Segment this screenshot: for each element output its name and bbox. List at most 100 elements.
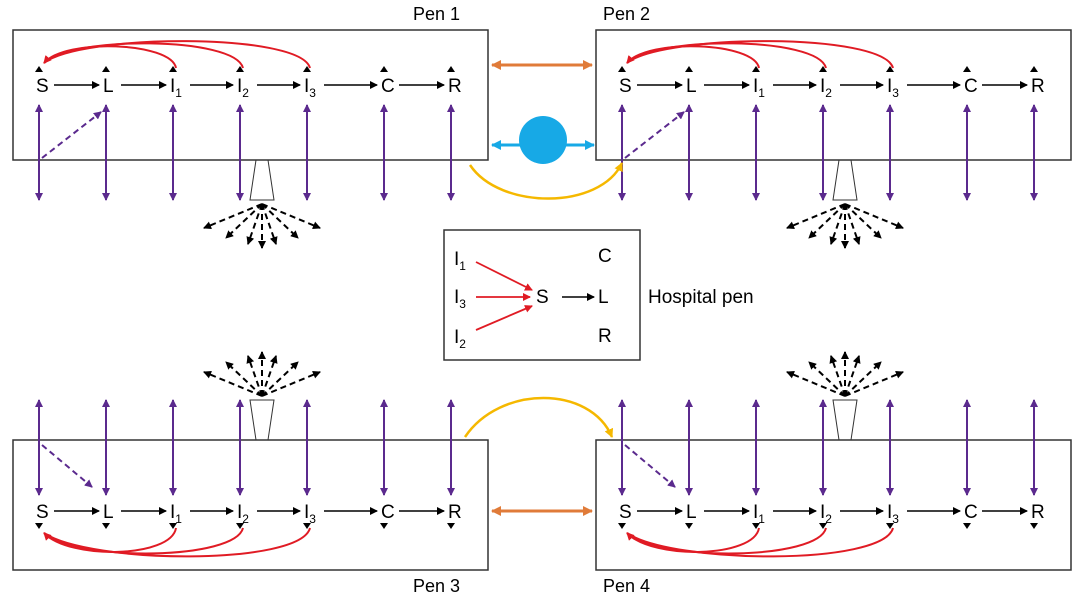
pen-3-4-yellow-link (463, 396, 614, 438)
pen-2-mortality-triangle (752, 66, 760, 72)
pen-1-shedding-arrow (261, 203, 278, 245)
pen-4-compartments: S L I1 I2 I3 C R (618, 351, 1045, 558)
pen-3-label: Pen 3 (413, 576, 460, 596)
pen-3-shedding-arrow (261, 355, 278, 397)
pen-4-shedding-arrow (844, 355, 861, 397)
pen-4-shedding-arrow (786, 370, 846, 397)
pen-3-shedding-source (203, 351, 321, 441)
hospital-r: R (598, 326, 612, 347)
pen-3-mortality-triangle (169, 523, 177, 529)
pen-1-mortality-triangle (380, 66, 388, 72)
pen-4-shedding-source (786, 351, 904, 441)
pen-1-mortality-triangle (236, 66, 244, 72)
pen-4-shedding-arrow (808, 361, 846, 397)
pen-4-mortality-triangle (886, 523, 894, 529)
pen-1-compartment: I1 (170, 76, 182, 100)
hospital-pen-label: Hospital pen (648, 287, 754, 308)
pen-1-compartment: I2 (237, 76, 249, 100)
pen-2-mortality-triangle (819, 66, 827, 72)
pen-2-mortality-triangle (618, 66, 626, 72)
pen-1-2-yellow-link (468, 162, 624, 200)
pen-2-compartment: I2 (820, 76, 832, 100)
pen-4-compartment: L (686, 502, 697, 523)
pen-3-compartment: S (36, 502, 49, 523)
pen-3-compartment: I1 (170, 502, 182, 526)
pen-2-reinfection-curve (626, 40, 894, 69)
pen-3-shedding-arrow (261, 370, 321, 397)
pen-2-compartment: I1 (753, 76, 765, 100)
pen-1-shedding-source (203, 159, 321, 249)
pen-3-reinfection-curve (43, 527, 311, 558)
pen-2-shedding-arrow (829, 203, 846, 245)
pen-3-shedding-arrow (203, 370, 263, 397)
pen-1-reinfection-curve (43, 42, 244, 69)
pen-3-mortality-triangle (35, 523, 43, 529)
pen-4-shedding-arrow (844, 361, 882, 397)
pen-1-compartment: I3 (304, 76, 316, 100)
pen-2-mortality-triangle (963, 66, 971, 72)
pen-4-label: Pen 4 (603, 576, 650, 596)
pen-4-compartment: I3 (887, 502, 899, 526)
pen-4-compartment: I2 (820, 502, 832, 526)
pen-1-compartment: S (36, 76, 49, 97)
pen-4-compartment: R (1031, 502, 1045, 523)
pen-4-dashed-infection-arrow (624, 444, 676, 488)
pen-1-box (12, 29, 489, 161)
pen-1-mortality-triangle (447, 66, 455, 72)
pen-4-compartment: I1 (753, 502, 765, 526)
hospital-c: C (598, 246, 612, 267)
pen-2-label: Pen 2 (603, 4, 650, 24)
pen-4-funnel (832, 399, 858, 441)
pen-3-funnel (249, 399, 275, 441)
hospital-i1: I1 (454, 249, 466, 273)
hospital-i1-to-s-arrow (475, 261, 533, 291)
pen-3-compartment: C (381, 502, 395, 523)
pen-3-compartment: R (448, 502, 462, 523)
pen-4-reinfection-curve (626, 527, 894, 558)
pen-1-reinfection-curve (43, 40, 311, 69)
hospital-i3: I3 (454, 287, 466, 311)
pen-4-compartment: S (619, 502, 632, 523)
pen-3-compartment: L (103, 502, 114, 523)
pen-1-shedding-arrow (203, 203, 263, 230)
pen-2-mortality-triangle (685, 66, 693, 72)
pen-1-funnel (249, 159, 275, 201)
pen-3-mortality-triangle (303, 523, 311, 529)
blue-vector-circle (519, 116, 567, 164)
pen-1-shedding-arrow (246, 203, 263, 245)
pen-3-mortality-triangle (447, 523, 455, 529)
pen-3-shedding-arrow (246, 355, 263, 397)
pen-4-shedding-arrow (829, 355, 846, 397)
pen-3-shedding-arrow (225, 361, 263, 397)
pen-2-funnel (832, 159, 858, 201)
pen-1-shedding-arrow (225, 203, 263, 239)
pen-3-shedding-arrow (261, 361, 299, 397)
pen-1-shedding-arrow (261, 203, 299, 239)
pen-1-shedding-arrow (261, 203, 321, 230)
pen-4-compartment: C (964, 502, 978, 523)
pen-3-compartment: I3 (304, 502, 316, 526)
pen-4-mortality-triangle (819, 523, 827, 529)
pen-3-box (12, 439, 489, 571)
hospital-i2: I2 (454, 327, 466, 351)
pen-4-box (595, 439, 1072, 571)
pen-1-mortality-triangle (35, 66, 43, 72)
pen-1-compartment: C (381, 76, 395, 97)
pen-3-compartment: I2 (237, 502, 249, 526)
hospital-s: S (536, 287, 549, 308)
pen-2-reinfection-curve (626, 45, 760, 69)
pen-1-reinfection-curve (43, 45, 177, 69)
pen-2-shedding-arrow (808, 203, 846, 239)
pen-4-mortality-triangle (963, 523, 971, 529)
hospital-pen-box (443, 229, 641, 361)
hospital-i2-to-s-arrow (475, 305, 533, 331)
pen-2-dashed-infection-arrow (624, 111, 685, 159)
pen-3-mortality-triangle (102, 523, 110, 529)
pen-4-shedding-arrow (844, 370, 904, 397)
pen-1-dashed-infection-arrow (41, 111, 102, 159)
pen-3-mortality-triangle (236, 523, 244, 529)
